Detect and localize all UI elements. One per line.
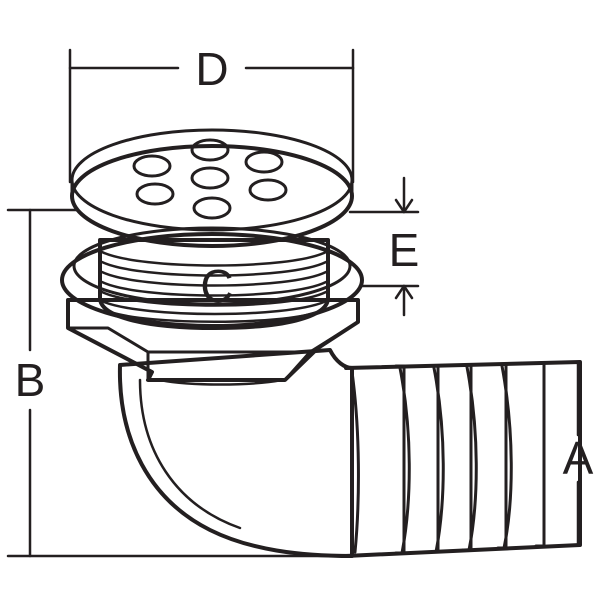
hose-barb (344, 360, 582, 558)
dimension-label-b: B (15, 354, 46, 406)
strainer-hole (132, 154, 172, 178)
dimension-d: D (68, 43, 355, 184)
hex-nut (66, 298, 360, 386)
dimension-b: B (6, 208, 354, 558)
dimension-label-d: D (195, 43, 228, 95)
strainer-hole (190, 166, 230, 190)
strainer-holes (132, 138, 288, 220)
threaded-body (98, 238, 330, 330)
strainer-hole (244, 150, 284, 174)
elbow-body (117, 348, 354, 558)
dimension-label-a: A (563, 432, 594, 484)
dimension-label-e: E (389, 224, 420, 276)
strainer-hole (135, 182, 175, 206)
strainer-hole (248, 178, 288, 202)
dimension-e: E (348, 176, 420, 317)
dimension-label-c: C (200, 260, 233, 312)
strainer-hole (190, 138, 230, 162)
dimension-a: A (563, 360, 594, 547)
strainer-hole (192, 196, 232, 220)
